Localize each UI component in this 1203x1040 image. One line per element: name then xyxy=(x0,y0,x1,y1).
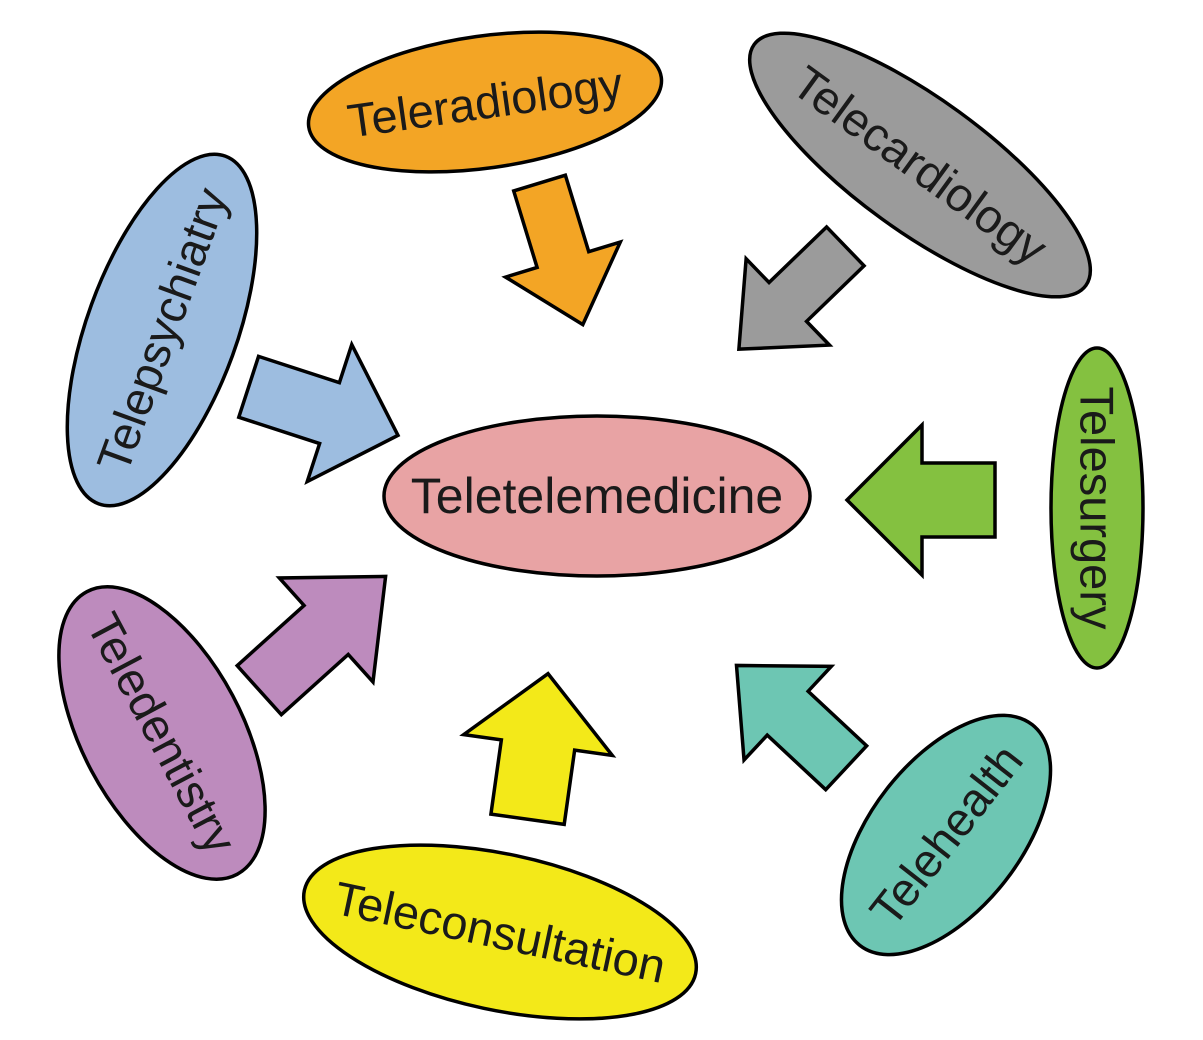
telecardiology-ellipse xyxy=(747,31,1093,299)
center-node-label: Teletelemedicine xyxy=(411,468,783,524)
teleconsultation-arrow-shape xyxy=(459,671,617,827)
telehealth-arrow-shape xyxy=(734,663,870,793)
teledentistry-ellipse xyxy=(57,585,267,881)
arrow-teleconsultation xyxy=(459,671,617,827)
telecardiology-arrow-shape xyxy=(736,224,867,352)
teleradiology-arrow-shape xyxy=(501,172,624,328)
node-telepsychiatry: Telepsychiatry xyxy=(65,152,259,508)
telesurgery-label: Telesurgery xyxy=(1071,387,1124,630)
teleradiology-ellipse xyxy=(306,30,664,174)
arrow-teleradiology xyxy=(501,172,624,328)
arrow-telesurgery xyxy=(844,420,997,580)
teledentistry-arrow-shape xyxy=(234,574,388,718)
node-teleconsultation: Teleconsultation xyxy=(301,843,699,1021)
arrow-telepsychiatry xyxy=(236,340,401,486)
telesurgery-arrow-shape xyxy=(844,420,997,580)
telehealth-ellipse xyxy=(839,713,1053,957)
node-teledentistry: Teledentistry xyxy=(57,585,267,881)
teleconsultation-ellipse xyxy=(301,843,699,1021)
node-telesurgery: Telesurgery xyxy=(1049,346,1145,670)
arrow-telecardiology xyxy=(736,224,867,352)
telepsychiatry-ellipse xyxy=(65,152,259,508)
arrow-teledentistry xyxy=(234,574,388,718)
center-node: Teletelemedicine xyxy=(382,414,812,578)
telesurgery-ellipse xyxy=(1049,346,1145,670)
center-node-ellipse xyxy=(382,414,812,578)
telepsychiatry-arrow-shape xyxy=(236,340,401,486)
node-telecardiology: Telecardiology xyxy=(747,31,1093,299)
arrow-telehealth xyxy=(734,663,870,793)
node-teleradiology: Teleradiology xyxy=(306,30,664,174)
